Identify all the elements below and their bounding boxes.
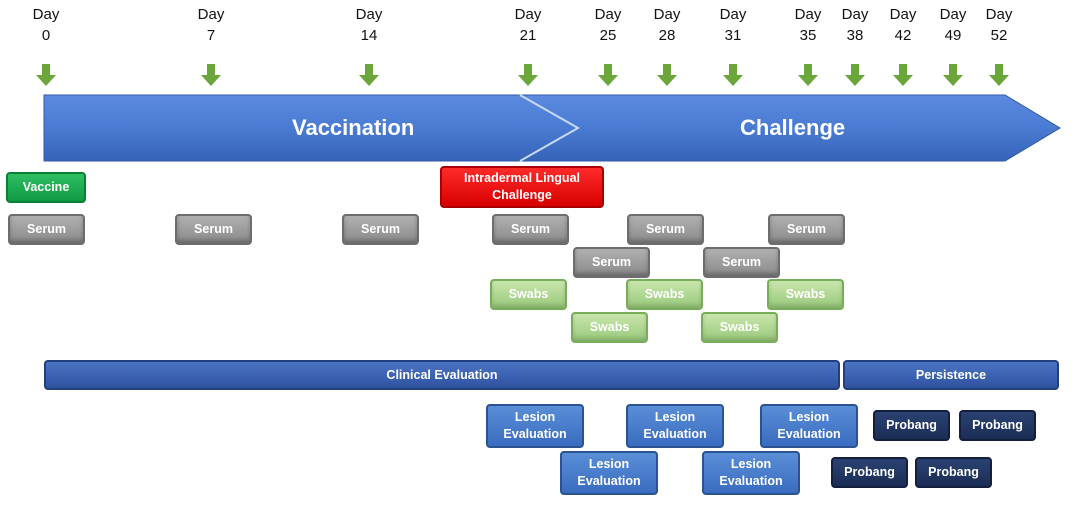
lesion-evaluation-day-21: Lesion Evaluation (486, 404, 584, 448)
serum-sample-day-28: Serum (627, 214, 704, 245)
swab-sample-day-25: Swabs (571, 312, 648, 343)
serum-sample-day-25: Serum (573, 247, 650, 278)
serum-sample-day-21: Serum (492, 214, 569, 245)
lesion-evaluation-day-35: Lesion Evaluation (760, 404, 858, 448)
down-arrow-icon (598, 64, 618, 86)
down-arrow-icon (657, 64, 677, 86)
probang-sample-day-42: Probang (873, 410, 950, 441)
persistence-bar: Persistence (843, 360, 1059, 390)
serum-sample-day-31: Serum (703, 247, 780, 278)
down-arrow-icon (201, 64, 221, 86)
serum-sample-day-35: Serum (768, 214, 845, 245)
challenge-phase-label: Challenge (740, 115, 846, 140)
lesion-evaluation-day-31: Lesion Evaluation (702, 451, 800, 495)
clinical-evaluation-bar: Clinical Evaluation (44, 360, 840, 390)
down-arrow-icon (518, 64, 538, 86)
down-arrow-icon (36, 64, 56, 86)
vaccine-event: Vaccine (6, 172, 86, 203)
down-arrow-icon (943, 64, 963, 86)
swab-sample-day-28: Swabs (626, 279, 703, 310)
swab-sample-day-31: Swabs (701, 312, 778, 343)
down-arrow-icon (893, 64, 913, 86)
serum-sample-day-7: Serum (175, 214, 252, 245)
down-arrow-icon (723, 64, 743, 86)
phase-band (43, 94, 1061, 162)
probang-sample-day-52: Probang (959, 410, 1036, 441)
probang-sample-day-49: Probang (915, 457, 992, 488)
intradermal-challenge-event: Intradermal Lingual Challenge (440, 166, 604, 208)
lesion-evaluation-day-25: Lesion Evaluation (560, 451, 658, 495)
down-arrow-icon (845, 64, 865, 86)
down-arrow-icon (989, 64, 1009, 86)
down-arrow-icon (798, 64, 818, 86)
serum-sample-day-0: Serum (8, 214, 85, 245)
vaccination-phase-label: Vaccination (292, 115, 415, 140)
lesion-evaluation-day-28: Lesion Evaluation (626, 404, 724, 448)
swab-sample-day-21: Swabs (490, 279, 567, 310)
down-arrow-icon (359, 64, 379, 86)
probang-sample-day-38: Probang (831, 457, 908, 488)
serum-sample-day-14: Serum (342, 214, 419, 245)
swab-sample-day-35: Swabs (767, 279, 844, 310)
